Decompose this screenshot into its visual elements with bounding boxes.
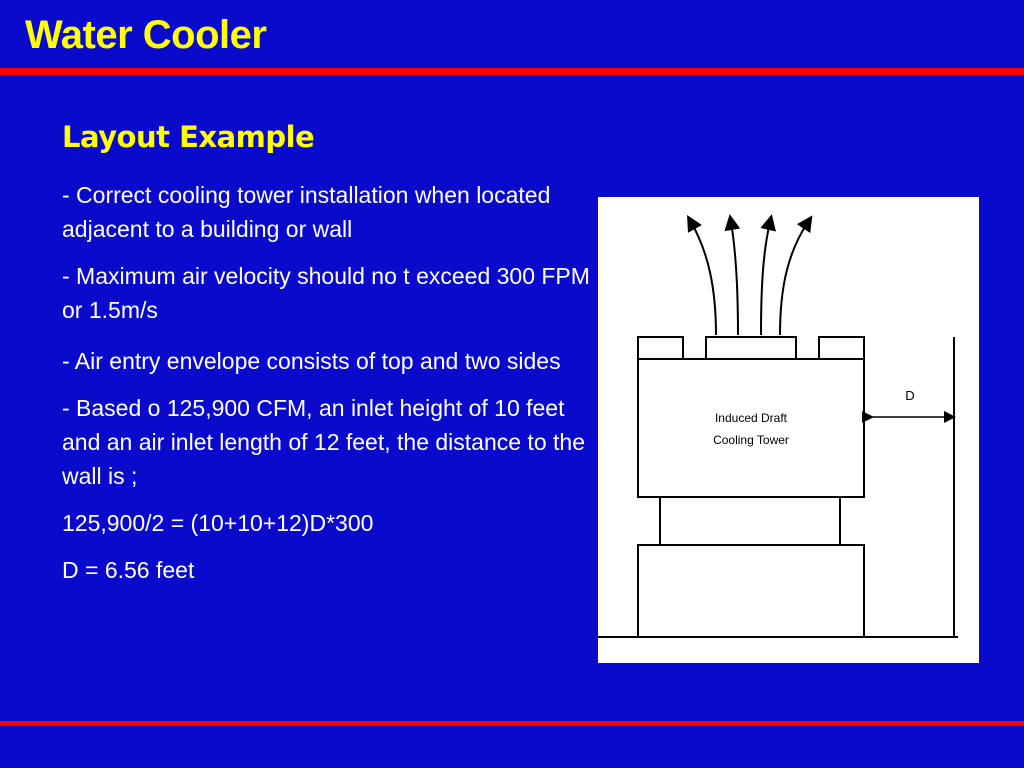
bullet-air-velocity: - Maximum air velocity should no t excee… (62, 263, 590, 323)
slide-body: - Correct cooling tower installation whe… (62, 178, 602, 600)
bullet-air-entry: - Air entry envelope consists of top and… (62, 348, 561, 374)
bullet-calculation: - Based o 125,900 CFM, an inlet height o… (62, 395, 585, 489)
formula-line: 125,900/2 = (10+10+12)D*300 (62, 510, 374, 536)
tower-supports (659, 497, 841, 545)
section-heading: Layout Example (62, 120, 315, 154)
diagram-svg: Induced Draft Cooling Tower D (598, 214, 958, 638)
result-line: D = 6.56 feet (62, 557, 195, 583)
bullet-installation: - Correct cooling tower installation whe… (62, 182, 551, 242)
airflow-arrows-icon (687, 214, 813, 336)
tower-body (637, 358, 865, 498)
tower-label-line1: Induced Draft (715, 411, 788, 425)
dimension-label: D (905, 388, 914, 403)
fan-stacks (637, 336, 865, 360)
tower-label-line2: Cooling Tower (713, 433, 789, 447)
bottom-divider (0, 721, 1024, 726)
cooling-tower-diagram: Induced Draft Cooling Tower D (598, 197, 979, 663)
top-divider (0, 68, 1024, 75)
slide-title: Water Cooler (25, 13, 267, 57)
tower-base (637, 544, 865, 638)
